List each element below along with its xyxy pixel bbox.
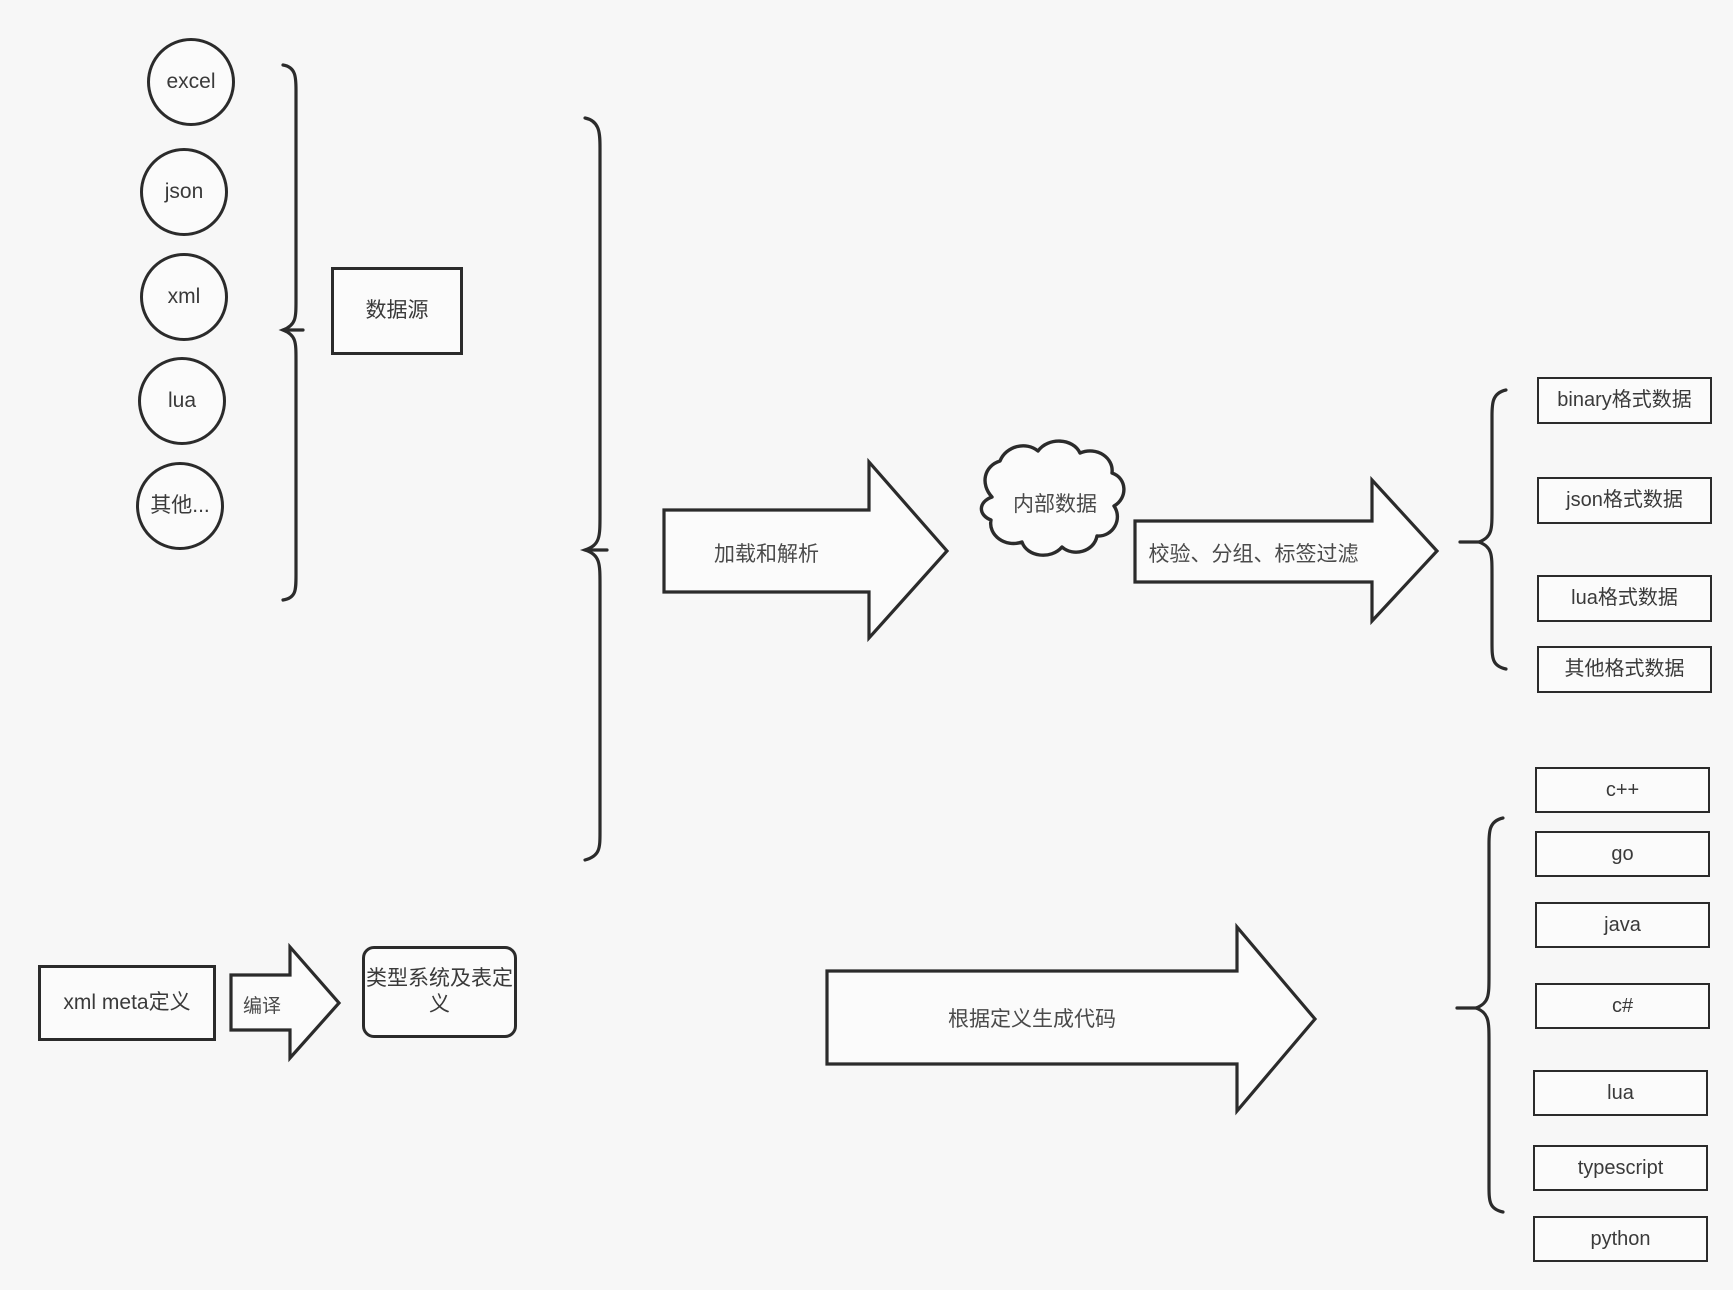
source-label: json <box>164 179 204 203</box>
output-language-typescript[interactable]: typescript <box>1533 1145 1708 1191</box>
source-node-json[interactable]: json <box>140 148 228 236</box>
sources-brace <box>278 63 298 602</box>
type-system-label: 类型系统及表定义 <box>366 966 513 1016</box>
output-language-python[interactable]: python <box>1533 1216 1708 1262</box>
pipeline-input-brace <box>579 116 602 862</box>
output-language-java[interactable]: java <box>1535 902 1710 948</box>
data-format-brace <box>1474 388 1508 671</box>
source-node-xml[interactable]: xml <box>140 253 228 341</box>
codegen-arrow-label: 根据定义生成代码 <box>948 1008 1116 1031</box>
output-language-cpp[interactable]: c++ <box>1535 767 1710 813</box>
source-label: 其他... <box>150 493 210 517</box>
validate-filter-arrow-label: 校验、分组、标签过滤 <box>1148 543 1359 566</box>
output-format-label: 其他格式数据 <box>1564 658 1685 680</box>
load-parse-arrow-label: 加载和解析 <box>714 543 819 566</box>
output-language-label: c++ <box>1605 778 1640 801</box>
output-language-label: python <box>1590 1227 1651 1250</box>
source-node-excel[interactable]: excel <box>147 38 235 126</box>
output-language-go[interactable]: go <box>1535 831 1710 877</box>
output-language-label: c# <box>1611 994 1634 1017</box>
data-source-group-box[interactable]: 数据源 <box>331 267 463 355</box>
internal-data-cloud-label: 内部数据 <box>1013 493 1097 516</box>
output-language-label: go <box>1611 842 1634 865</box>
output-language-lua[interactable]: lua <box>1533 1070 1708 1116</box>
output-format-binary[interactable]: binary格式数据 <box>1537 377 1712 424</box>
compile-arrow-label: 编译 <box>242 996 281 1017</box>
output-language-label: typescript <box>1577 1156 1664 1179</box>
source-label: xml <box>167 284 201 308</box>
output-language-csharp[interactable]: c# <box>1535 983 1710 1029</box>
output-format-label: binary格式数据 <box>1557 389 1692 411</box>
source-node-other[interactable]: 其他... <box>136 462 224 550</box>
output-language-label: lua <box>1607 1081 1634 1104</box>
xml-meta-definition-label: xml meta定义 <box>63 990 191 1014</box>
xml-meta-definition-box[interactable]: xml meta定义 <box>38 965 216 1041</box>
data-source-group-label: 数据源 <box>365 298 429 322</box>
output-format-other[interactable]: 其他格式数据 <box>1537 646 1712 693</box>
output-format-label: json格式数据 <box>1566 489 1683 511</box>
output-format-lua[interactable]: lua格式数据 <box>1537 575 1712 622</box>
output-language-label: java <box>1604 913 1641 936</box>
source-node-lua[interactable]: lua <box>138 357 226 445</box>
type-system-box[interactable]: 类型系统及表定义 <box>362 946 517 1038</box>
output-format-label: lua格式数据 <box>1571 587 1678 609</box>
source-label: excel <box>166 69 216 93</box>
output-format-json[interactable]: json格式数据 <box>1537 477 1712 524</box>
source-label: lua <box>167 388 197 412</box>
language-brace <box>1471 816 1505 1214</box>
